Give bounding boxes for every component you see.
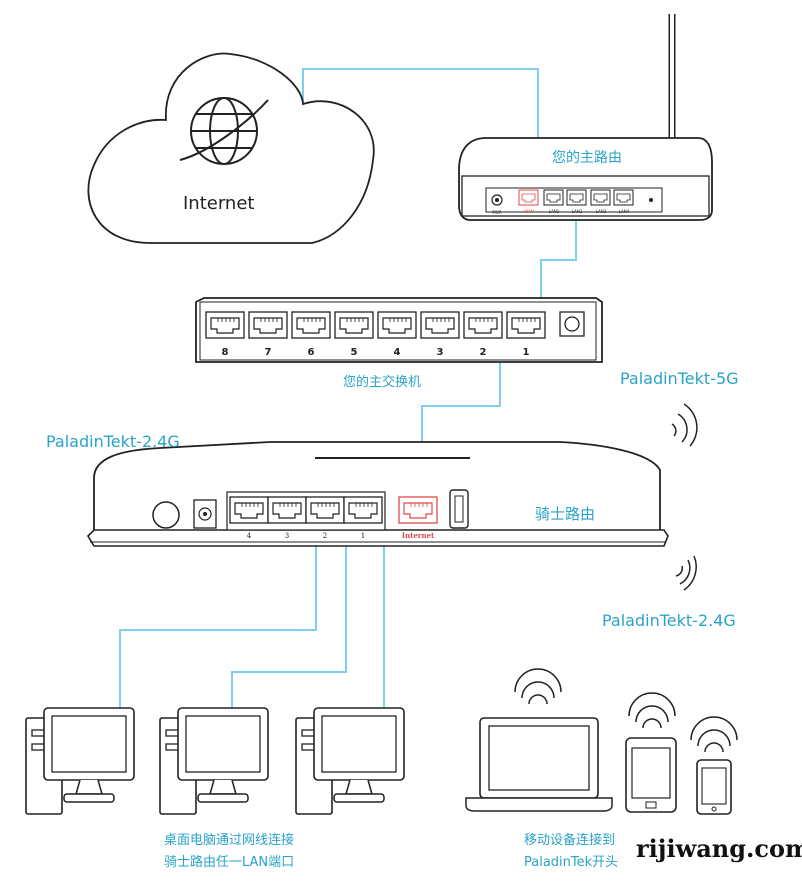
knight-internet-port [398, 496, 438, 524]
main-router [458, 14, 713, 221]
switch-port-6 [291, 311, 331, 339]
lan4-port [613, 189, 634, 206]
switch-port-label: 7 [265, 347, 272, 358]
lan2-port [566, 189, 587, 206]
switch-port-label: 3 [437, 347, 444, 358]
switch-port-label: 4 [394, 347, 401, 358]
switch-port-1 [506, 311, 546, 339]
switch-port-label: 6 [308, 347, 315, 358]
cable-port2-to-pc2 [231, 514, 347, 712]
knight-lan-port-2 [305, 496, 345, 524]
switch-port-7 [248, 311, 288, 339]
lan1-port [543, 189, 564, 206]
tablet [625, 737, 677, 813]
phone [696, 759, 732, 815]
knight-router [86, 441, 669, 547]
port-label-pwr: PWR [492, 210, 501, 215]
ssid-24g-label-right: PaladinTekt-2.4G [602, 611, 736, 630]
signal-24g-icon [675, 555, 697, 591]
switch-port-8 [205, 311, 245, 339]
laptop-wifi-icon [514, 668, 562, 705]
knight-port-label: 2 [323, 532, 327, 540]
cable-port2-to-pc1 [119, 514, 317, 712]
ssid-5g-label: PaladinTekt-5G [620, 369, 739, 388]
globe-icon [179, 97, 269, 165]
desktop-pc-3 [295, 707, 405, 815]
knight-ports [229, 496, 438, 524]
switch-port-4 [377, 311, 417, 339]
switch-port-label: 2 [480, 347, 487, 358]
knight-port-label: 3 [285, 532, 289, 540]
port-label-lan2: LAN2 [572, 209, 583, 214]
main-router-ports [518, 189, 634, 206]
knight-lan-port-3 [267, 496, 307, 524]
switch-port-5 [334, 311, 374, 339]
mobile-caption-line2: PaladinTek开头 [524, 855, 619, 870]
internet-label: Internet [183, 193, 255, 214]
mobile-caption-line1: 移动设备连接到 [524, 833, 616, 848]
signal-5g-icon [671, 403, 698, 447]
port-label-lan4: LAN4 [619, 209, 630, 214]
main-router-label: 您的主路由 [552, 150, 622, 166]
knight-lan-port-4 [229, 496, 269, 524]
switch-port-label: 1 [523, 347, 530, 358]
knight-router-label: 骑士路由 [535, 505, 596, 523]
laptop [465, 717, 613, 812]
switch-port-label: 5 [351, 347, 358, 358]
cable-lan1-to-switch [540, 218, 577, 318]
main-switch-label: 您的主交换机 [343, 375, 422, 390]
cable-internet-to-wan [302, 68, 539, 190]
knight-port-label: 1 [361, 532, 365, 540]
switch-port-3 [420, 311, 460, 339]
switch-port-label: 8 [222, 347, 229, 358]
port-label-lan3: LAN3 [596, 209, 607, 214]
knight-port-label: 4 [247, 532, 252, 540]
desktop-caption-line2: 骑士路由任一LAN端口 [164, 855, 295, 870]
knight-internet-label: Internet [402, 531, 435, 540]
watermark-text: rijiwang.com [636, 834, 802, 863]
desktop-pc-2 [159, 707, 269, 815]
port-label-wan: WAN [524, 209, 533, 214]
cables [119, 68, 577, 712]
switch-port-2 [463, 311, 503, 339]
desktop-pc-1 [25, 707, 135, 815]
lan3-port [590, 189, 611, 206]
tablet-wifi-icon [628, 692, 676, 729]
desktop-caption-line1: 桌面电脑通过网线连接 [164, 833, 295, 848]
ssid-24g-label-left: PaladinTekt-2.4G [46, 432, 180, 451]
phone-wifi-icon [690, 716, 738, 753]
knight-lan-port-1 [343, 496, 383, 524]
wan-port [518, 189, 539, 206]
port-label-lan1: LAN1 [549, 209, 560, 214]
